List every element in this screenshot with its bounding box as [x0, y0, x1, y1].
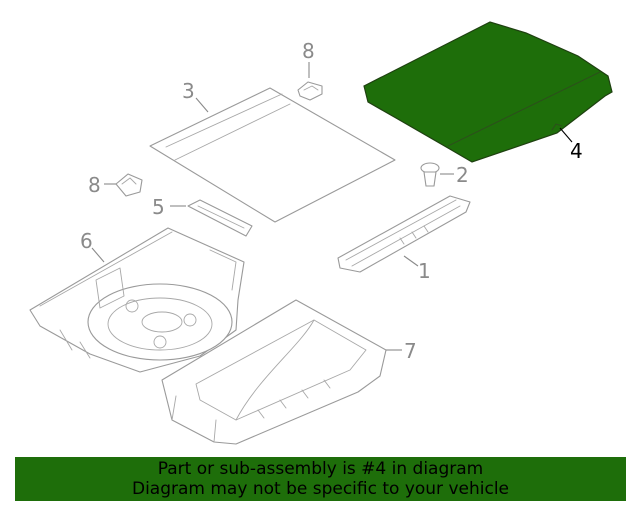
callout-4: 4 — [570, 139, 583, 163]
banner-line-2: Diagram may not be specific to your vehi… — [131, 479, 509, 499]
callout-1: 1 — [418, 259, 431, 283]
part-6-spare-wheel-tray[interactable] — [29, 227, 245, 373]
callout-2: 2 — [456, 163, 469, 187]
callout-7: 7 — [404, 339, 417, 363]
part-7-storage-box[interactable] — [161, 299, 387, 445]
part-3-floor-board[interactable] — [149, 87, 396, 223]
callout-8-left: 8 — [88, 173, 101, 197]
part-1-sill-plate[interactable] — [337, 195, 471, 273]
part-5-bracket[interactable] — [187, 199, 253, 237]
part-4-fold-line — [447, 71, 601, 147]
part-4-cargo-cover[interactable] — [363, 21, 613, 163]
banner-line-1: Part or sub-assembly is #4 in diagram — [157, 459, 484, 479]
leader-3 — [195, 97, 209, 113]
leader-4 — [559, 127, 573, 143]
part-4-shape — [363, 21, 613, 163]
part-8-clip-left[interactable] — [115, 173, 143, 197]
callout-5: 5 — [152, 195, 165, 219]
callout-8-upper: 8 — [302, 39, 315, 63]
parts-diagram: 1 2 3 4 5 6 7 8 8 — [29, 21, 613, 445]
part-4-notch — [551, 123, 563, 131]
info-banner: Part or sub-assembly is #4 in diagram Di… — [15, 457, 626, 501]
callout-6: 6 — [80, 229, 93, 253]
part-8-clip-upper[interactable] — [297, 81, 323, 101]
callout-3: 3 — [182, 79, 195, 103]
part-2-push-clip[interactable] — [420, 162, 440, 187]
leader-1 — [403, 255, 419, 267]
leader-6 — [91, 247, 105, 263]
